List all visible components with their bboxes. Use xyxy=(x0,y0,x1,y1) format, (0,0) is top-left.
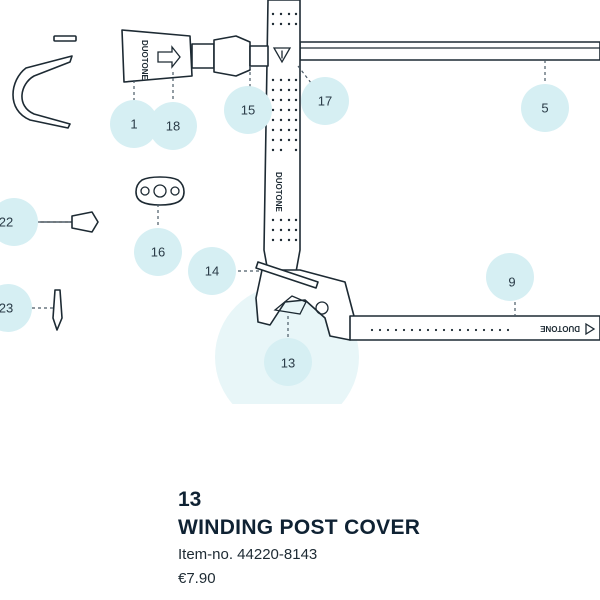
tube-brand-label: DUOTONE xyxy=(539,324,580,333)
product-name: WINDING POST COVER xyxy=(178,516,421,539)
part-5-boom-tube[interactable] xyxy=(299,41,600,61)
svg-text:9: 9 xyxy=(508,275,515,290)
part-13-winding-post-cover[interactable] xyxy=(255,269,356,341)
svg-text:22: 22 xyxy=(0,215,13,230)
callout-1[interactable]: 1 xyxy=(110,100,158,148)
exploded-parts-diagram: DUOTONE DUOTONE DUOTONE xyxy=(0,0,600,404)
callout-16[interactable]: 16 xyxy=(134,228,182,276)
product-number: 13 xyxy=(178,488,202,511)
callout-14[interactable]: 14 xyxy=(188,247,236,295)
callout-9[interactable]: 9 xyxy=(486,253,534,301)
part-18-connector[interactable]: DUOTONE xyxy=(121,29,215,83)
callout-23[interactable]: 23 xyxy=(0,284,32,332)
part-16-valve-plate[interactable] xyxy=(135,176,185,206)
callout-5[interactable]: 5 xyxy=(521,84,569,132)
product-item-number: Item-no. 44220-8143 xyxy=(178,546,318,563)
part-15-adapter[interactable] xyxy=(213,35,269,77)
svg-text:18: 18 xyxy=(166,119,180,134)
part-1-hose[interactable] xyxy=(12,35,77,129)
callout-15[interactable]: 15 xyxy=(224,86,272,134)
svg-text:14: 14 xyxy=(205,264,219,279)
svg-text:13: 13 xyxy=(281,356,295,371)
svg-text:5: 5 xyxy=(541,101,548,116)
callout-17[interactable]: 17 xyxy=(301,77,349,125)
product-price: €7.90 xyxy=(178,570,216,587)
callout-13[interactable]: 13 xyxy=(264,338,312,386)
part-23-pin[interactable] xyxy=(52,289,63,331)
callout-18[interactable]: 18 xyxy=(149,102,197,150)
svg-text:1: 1 xyxy=(130,117,137,132)
svg-text:16: 16 xyxy=(151,245,165,260)
part-14-pin[interactable] xyxy=(255,261,319,289)
svg-text:23: 23 xyxy=(0,301,13,316)
svg-text:15: 15 xyxy=(241,103,255,118)
center-post-handle[interactable]: DUOTONE xyxy=(263,0,301,273)
handle-brand-label: DUOTONE xyxy=(274,172,283,213)
svg-text:17: 17 xyxy=(318,94,332,109)
connector-brand-label: DUOTONE xyxy=(140,40,149,81)
product-info-panel: 13 WINDING POST COVER Item-no. 44220-814… xyxy=(178,487,588,591)
callout-22[interactable]: 22 xyxy=(0,198,38,246)
part-9-bottom-tube[interactable]: DUOTONE xyxy=(349,315,600,341)
